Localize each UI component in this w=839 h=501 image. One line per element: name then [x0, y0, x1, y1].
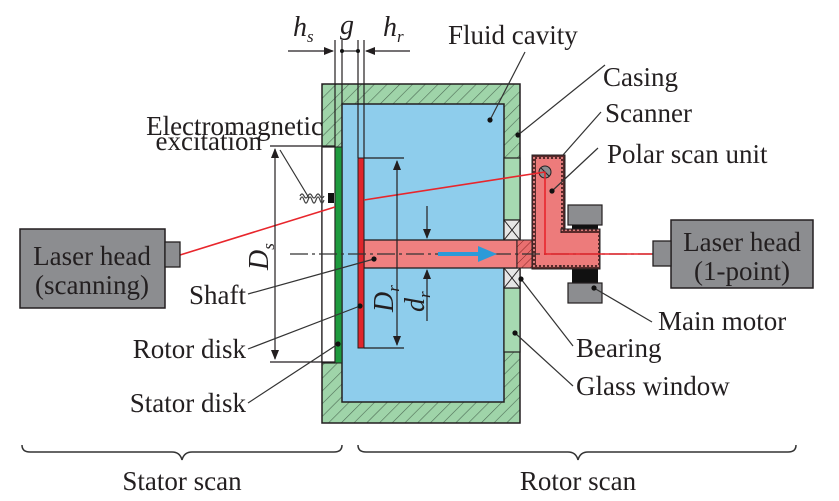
stator-window-opening	[321, 146, 336, 364]
polar-scan-unit-leg-fill	[540, 233, 598, 265]
label-rotor-scan: Rotor scan	[520, 466, 637, 496]
laser-head-scanning-line1: Laser head	[33, 241, 151, 271]
laser-head-1point: Laser head (1-point)	[652, 219, 814, 289]
glass-window-upper	[503, 157, 521, 221]
dimension-dr: dr	[400, 206, 434, 321]
dimension-Dr: Dr	[364, 157, 404, 349]
label-em-excitation-1: Electromagnetic	[146, 111, 323, 141]
glass-window-lower	[503, 287, 521, 353]
laser-beam-scanning	[179, 206, 336, 256]
laser-head-scanning: Laser head (scanning)	[19, 228, 181, 309]
rotor-scan-brace	[357, 444, 797, 461]
symbol-Ds: Ds	[244, 243, 278, 271]
label-polar-scan-unit: Polar scan unit	[607, 139, 768, 169]
label-stator-disk: Stator disk	[130, 388, 247, 418]
stator-scan-brace	[21, 444, 343, 461]
bearing-upper	[503, 219, 521, 241]
label-shaft: Shaft	[189, 280, 246, 310]
label-fluid-cavity: Fluid cavity	[448, 20, 578, 50]
gap-dimensions: hs g hr	[288, 10, 410, 158]
label-bearing: Bearing	[576, 333, 661, 363]
label-casing: Casing	[603, 62, 678, 92]
label-scanner: Scanner	[605, 98, 692, 128]
symbol-g: g	[340, 10, 354, 41]
symbol-hs: hs	[293, 12, 314, 46]
dimension-Ds: Ds	[244, 145, 335, 363]
label-main-motor: Main motor	[658, 306, 786, 336]
label-stator-scan: Stator scan	[122, 466, 242, 496]
laser-head-scanning-line2: (scanning)	[35, 270, 149, 300]
rotor-disk	[357, 157, 365, 349]
flow-arrow-head	[478, 246, 497, 262]
stator-disk	[334, 146, 343, 364]
leader-lines	[247, 51, 653, 404]
label-glass-window: Glass window	[576, 371, 730, 401]
symbol-hr: hr	[383, 12, 404, 46]
label-em-excitation-2-visible: excitation	[156, 126, 263, 156]
symbol-Dr: Dr	[369, 285, 403, 313]
symbol-dr: dr	[400, 291, 434, 312]
laser-head-1point-line2: (1-point)	[694, 256, 790, 286]
electromagnetic-exciter	[299, 193, 334, 204]
label-rotor-disk: Rotor disk	[133, 334, 247, 364]
laser-beam-to-scanner	[363, 171, 546, 201]
bearing-lower	[503, 267, 521, 289]
laser-head-1point-line1: Laser head	[683, 227, 801, 257]
